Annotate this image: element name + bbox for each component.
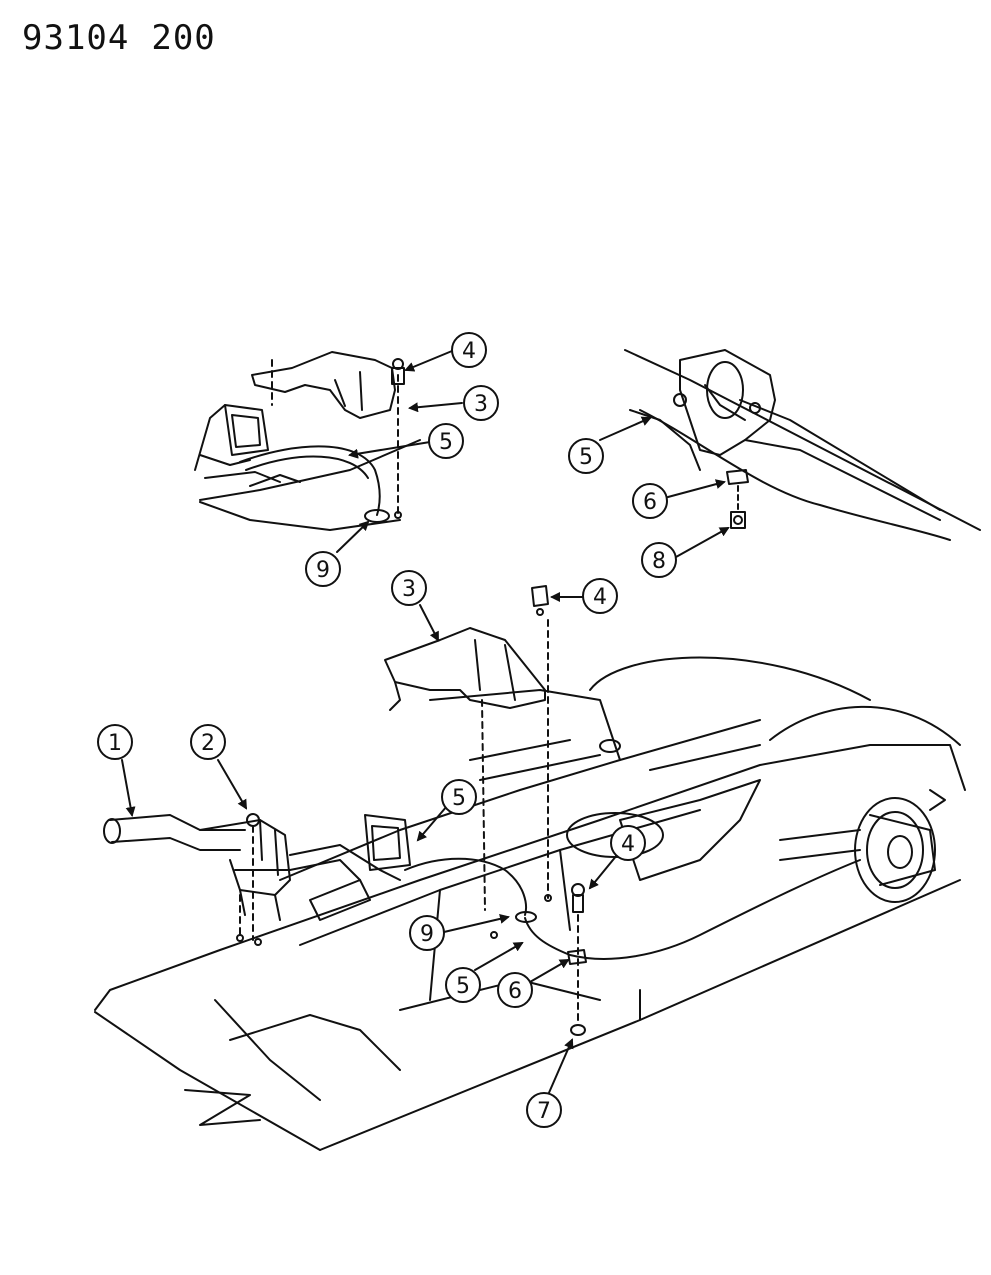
- callout-5-inset-right-label: 5: [579, 445, 593, 470]
- callout-9-main: 9: [409, 915, 445, 951]
- callout-7-label: 7: [537, 1099, 551, 1124]
- callout-6-inset: 6: [632, 483, 668, 519]
- main-cable-bracket: [384, 585, 552, 911]
- callout-3-main: 3: [391, 570, 427, 606]
- callout-6-inset-label: 6: [643, 490, 657, 515]
- callout-3-inset-label: 3: [474, 392, 488, 417]
- parking-brake-lever-assembly: [103, 813, 411, 946]
- callout-2-label: 2: [201, 731, 215, 756]
- callout-7: 7: [526, 1092, 562, 1128]
- callout-4-main-lower-label: 4: [621, 832, 635, 857]
- callout-1-label: 1: [108, 731, 122, 756]
- callout-5-inset-right: 5: [568, 438, 604, 474]
- callout-5-main-upper-label: 5: [452, 786, 466, 811]
- callout-4-main-lower: 4: [610, 825, 646, 861]
- callout-4-inset: 4: [451, 332, 487, 368]
- callout-9-inset-label: 9: [316, 558, 330, 583]
- callout-9-inset: 9: [305, 551, 341, 587]
- inset-right-rear-guide: [624, 349, 981, 541]
- callout-leaders: [121, 350, 730, 1096]
- main-cable-routing: [404, 857, 861, 1036]
- document-number-part2: 200: [151, 18, 216, 58]
- callout-5-inset-left: 5: [428, 423, 464, 459]
- document-number: 93104 200: [22, 18, 216, 58]
- callout-6-main-label: 6: [508, 979, 522, 1004]
- callout-8-label: 8: [652, 549, 666, 574]
- inset-left-cable-bracket: [194, 351, 421, 531]
- callout-5-main-upper: 5: [441, 779, 477, 815]
- callout-4-inset-label: 4: [462, 339, 476, 364]
- callout-5-main-lower-label: 5: [456, 974, 470, 999]
- callout-3-inset: 3: [463, 385, 499, 421]
- document-number-part1: 93104: [22, 18, 130, 58]
- callout-8: 8: [641, 542, 677, 578]
- main-floor-pan: [94, 656, 966, 1151]
- callout-2: 2: [190, 724, 226, 760]
- callout-5-inset-left-label: 5: [439, 430, 453, 455]
- callout-9-main-label: 9: [420, 922, 434, 947]
- callout-4-main-top-label: 4: [593, 585, 607, 610]
- callout-4-main-top: 4: [582, 578, 618, 614]
- callout-6-main: 6: [497, 972, 533, 1008]
- callout-3-main-label: 3: [402, 577, 416, 602]
- callout-1: 1: [97, 724, 133, 760]
- callout-5-main-lower: 5: [445, 967, 481, 1003]
